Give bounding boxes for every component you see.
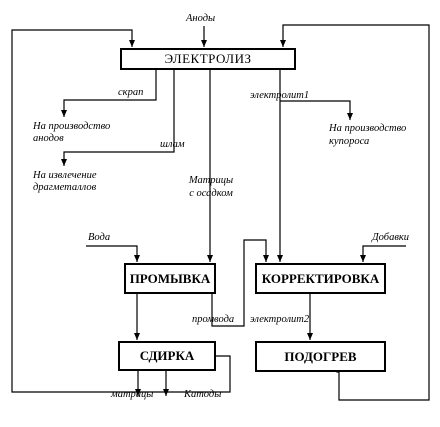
vitriol-destination-line2: купороса <box>329 136 370 147</box>
electrolyte2-label: электролит2 <box>250 314 310 325</box>
electrolyte-return-loop <box>280 24 430 401</box>
additives-label: Добавки <box>372 232 410 243</box>
stripping-box: СДИРКА <box>118 341 216 371</box>
wash-water-arrow <box>211 239 269 327</box>
vitriol-destination-line1: На производство <box>329 123 407 134</box>
cathodes-label: Катоды <box>184 389 222 400</box>
washing-box: ПРОМЫВКА <box>124 263 216 294</box>
water-arrow <box>86 245 140 262</box>
additives-arrow <box>360 245 406 262</box>
sludge-destination-line1: На извлечение <box>33 170 97 181</box>
matrices-return-loop <box>11 29 231 393</box>
water-label: Вода <box>88 232 111 243</box>
sludge-label: шлам <box>160 139 185 150</box>
wash-water-label: промвода <box>192 314 235 325</box>
sludge-arrow <box>61 70 175 166</box>
scrap-label: скрап <box>118 87 144 98</box>
sludge-destination-line2: драгметаллов <box>33 182 97 193</box>
matrices-label-line1: Матрицы <box>188 175 234 186</box>
correction-box: КОРРЕКТИРОВКА <box>255 263 386 294</box>
electrolyte1-label: электролит1 <box>250 90 310 101</box>
matrices-out-label: матрицы <box>111 389 154 400</box>
anodes-label: Аноды <box>186 13 216 24</box>
vitriol-arrow <box>280 100 353 120</box>
heating-box: ПОДОГРЕВ <box>255 341 386 372</box>
electrolysis-box: ЭЛЕКТРОЛИЗ <box>120 48 296 70</box>
scrap-destination-line1: На производство <box>33 121 111 132</box>
matrices-label-line2: с осадком <box>189 188 233 199</box>
scrap-arrow <box>61 70 157 117</box>
scrap-destination-line2: анодов <box>33 133 64 144</box>
